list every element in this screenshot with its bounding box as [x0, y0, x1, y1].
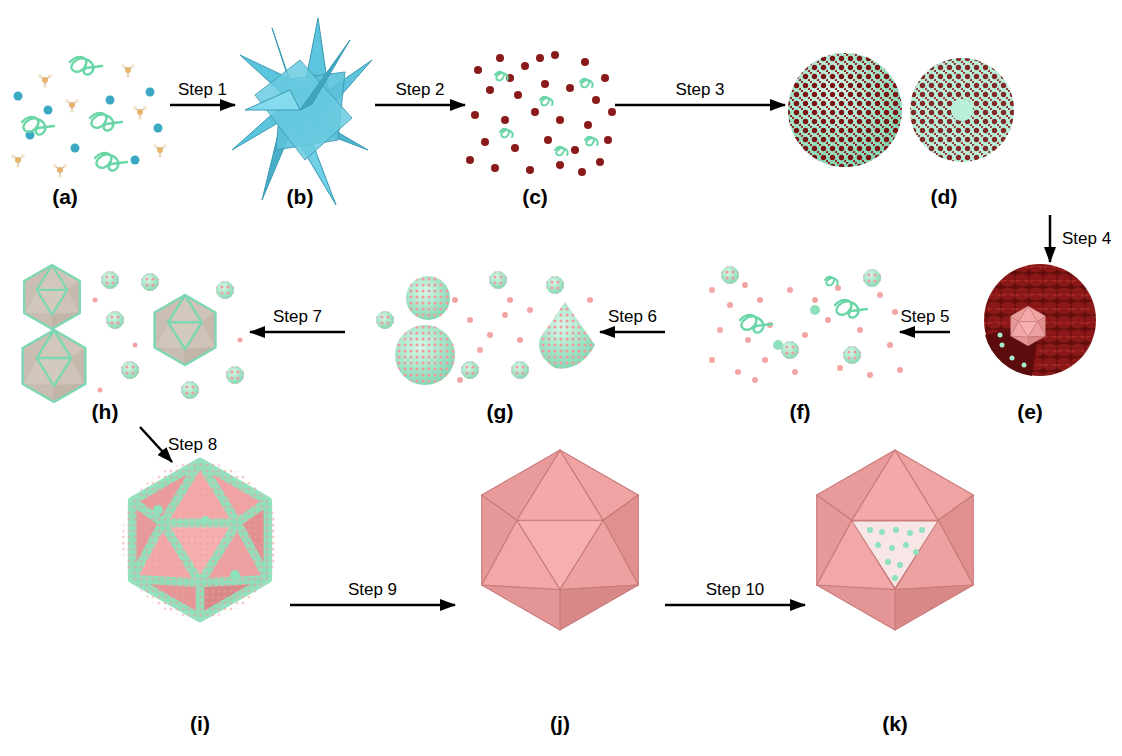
panel-label: (g): [487, 400, 514, 424]
figure-panel: (a): [5, 30, 170, 215]
step-arrow: [900, 331, 950, 334]
panel-label: (b): [287, 185, 314, 209]
panel-label: (h): [92, 400, 119, 424]
step-label: Step 9: [348, 580, 397, 600]
step-label: Step 1: [178, 80, 227, 100]
step-arrow: [170, 104, 235, 107]
step-arrow: [600, 331, 665, 334]
panel-label: (e): [1017, 400, 1043, 424]
step-label: Step 5: [900, 307, 949, 327]
figure-panel: (h): [5, 262, 250, 427]
panel-label: (a): [52, 185, 78, 209]
figure-panel: (d): [785, 30, 1115, 215]
step-arrow: [1049, 215, 1052, 262]
panel-label: (k): [882, 712, 908, 736]
step-label: Step 7: [273, 307, 322, 327]
panel-label: (d): [931, 185, 958, 209]
figure-panel: (j): [455, 462, 665, 742]
figure-panel: (c): [465, 30, 615, 215]
panel-label: (f): [790, 400, 811, 424]
step-label: Step 10: [706, 580, 765, 600]
step-label: Step 2: [395, 80, 444, 100]
step-arrow: [140, 427, 172, 462]
step-label: Step 6: [608, 307, 657, 327]
figure-panel: (b): [235, 15, 375, 215]
panel-label: (c): [522, 185, 548, 209]
step-arrow: [375, 104, 465, 107]
step-arrow: [290, 604, 455, 607]
figure-panel: (f): [665, 262, 900, 427]
panel-label: (i): [190, 712, 210, 736]
panel-label: (j): [550, 712, 570, 736]
step-label: Step 3: [675, 80, 724, 100]
figure-panel: (e): [950, 262, 1115, 427]
step-arrow: [250, 331, 345, 334]
step-arrow: [665, 604, 805, 607]
figure-panel: (i): [110, 462, 290, 742]
figure-panel: (k): [805, 462, 985, 742]
step-label: Step 8: [168, 435, 217, 455]
figure-panel: (g): [345, 262, 600, 427]
step-label: Step 4: [1062, 229, 1111, 249]
step-arrow: [615, 104, 785, 107]
